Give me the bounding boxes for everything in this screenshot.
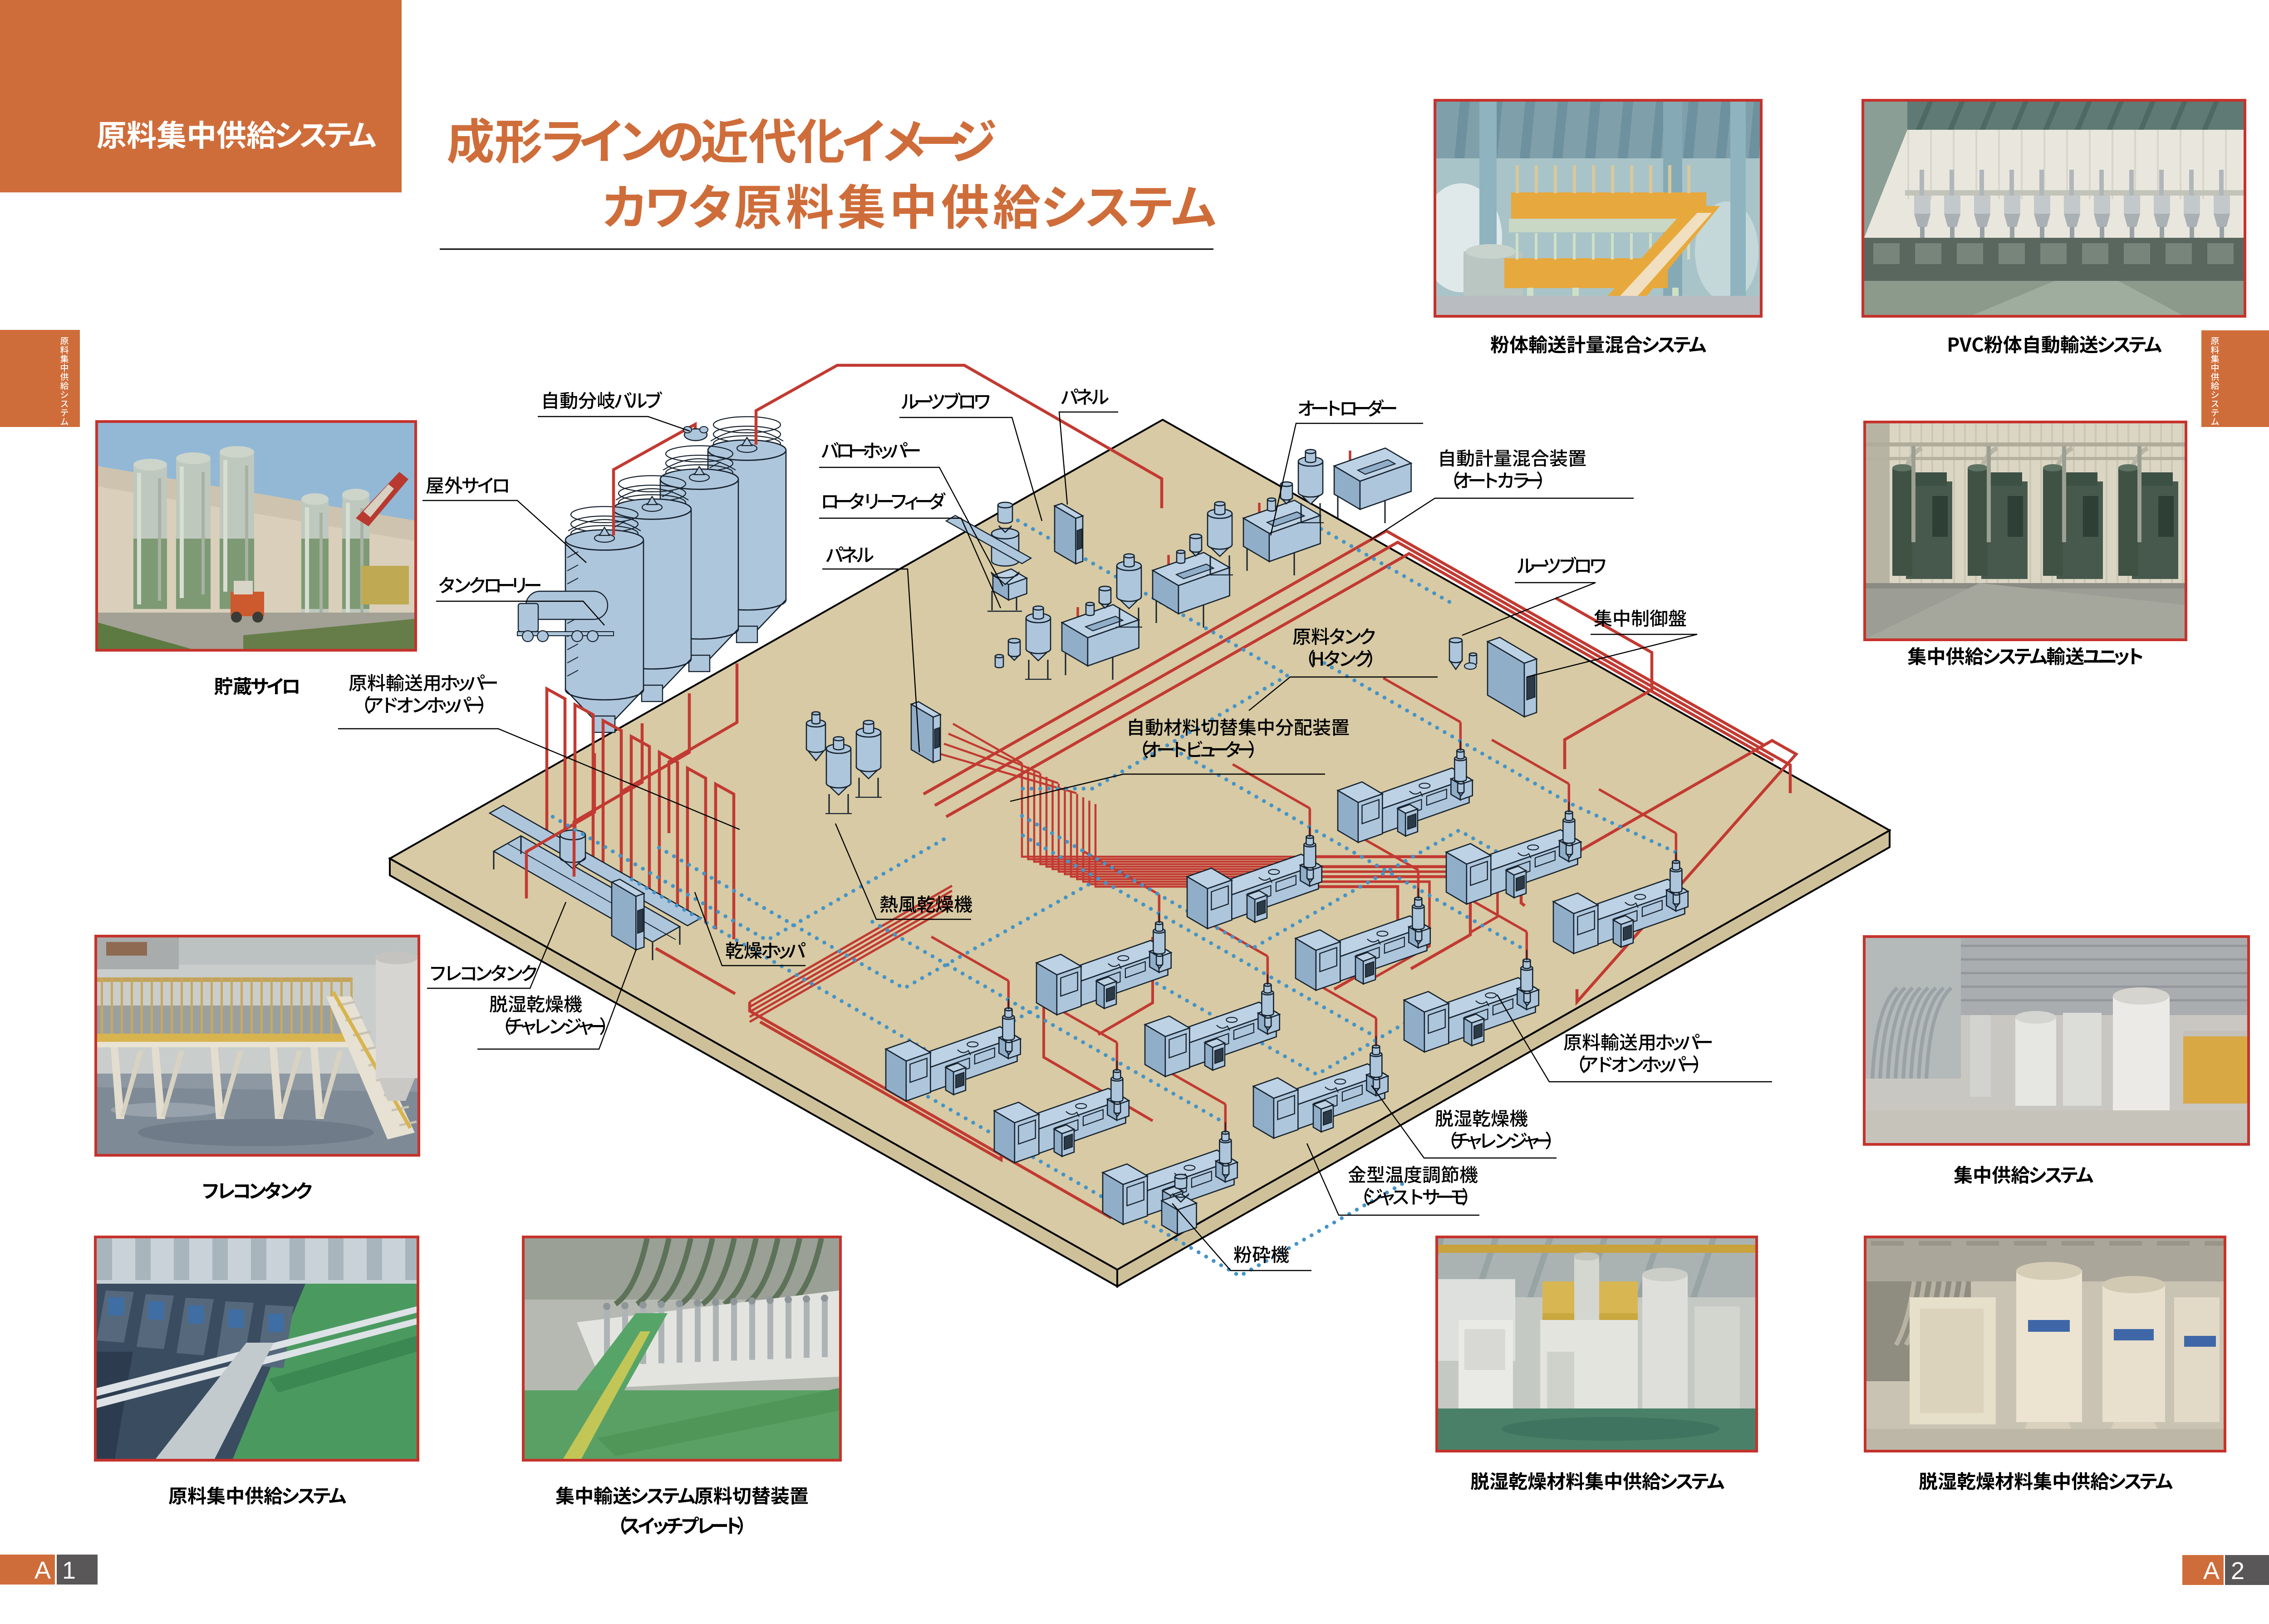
svg-text:A: A <box>34 1557 51 1584</box>
svg-text:2: 2 <box>2231 1557 2244 1585</box>
svg-text:1: 1 <box>62 1557 76 1584</box>
svg-text:A: A <box>2203 1557 2220 1585</box>
